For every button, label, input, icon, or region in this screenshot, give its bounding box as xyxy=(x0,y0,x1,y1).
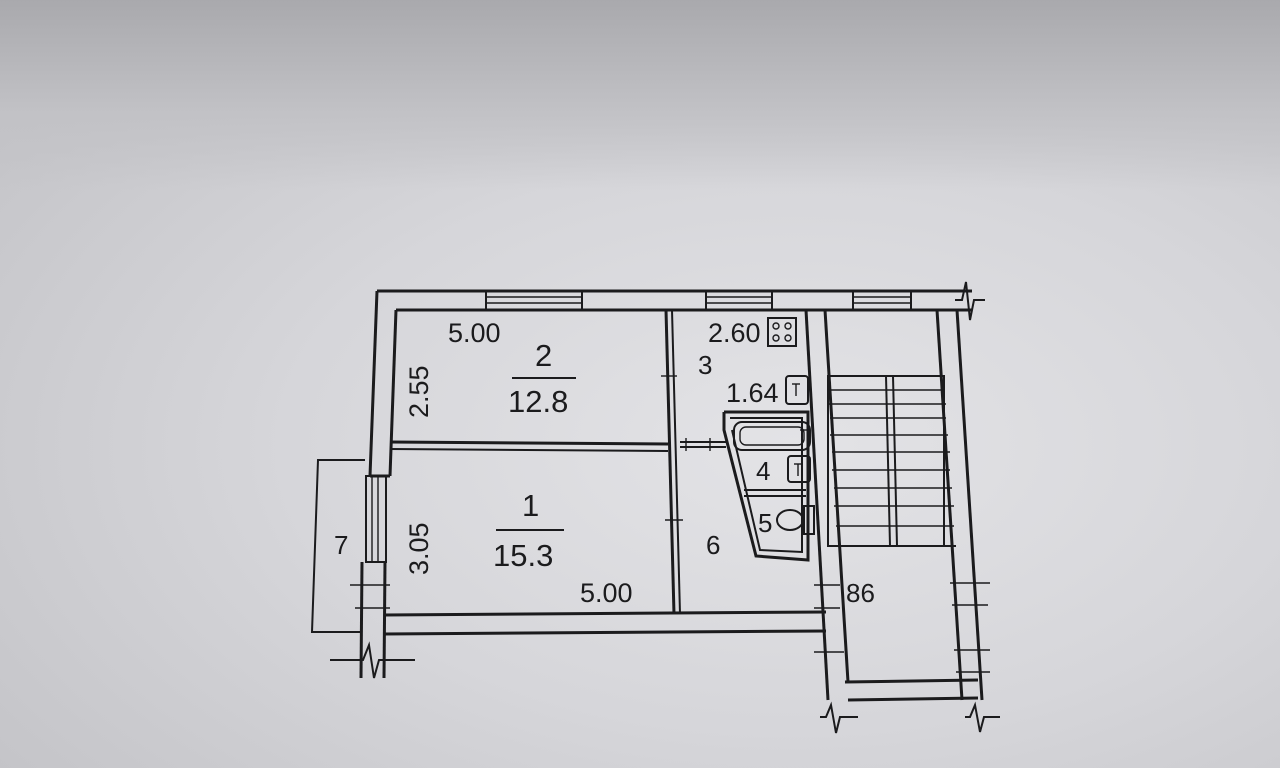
fixtures xyxy=(733,317,815,535)
interior-walls xyxy=(350,309,990,673)
room-6-number: 6 xyxy=(706,530,720,560)
corridor-width-label: 1.64 xyxy=(726,378,779,408)
room-2-width-label: 2.55 xyxy=(404,365,434,418)
stove-icon xyxy=(767,317,797,347)
room-3-length-label: 2.60 xyxy=(708,318,761,348)
bathtub-icon xyxy=(733,421,811,451)
toilet-icon xyxy=(776,505,815,535)
room-7-number: 7 xyxy=(334,530,348,560)
stair-label: 86 xyxy=(846,578,875,608)
room-1-width-label: 3.05 xyxy=(404,522,434,575)
room-3-number: 3 xyxy=(698,350,712,380)
room-5-number: 5 xyxy=(758,508,772,538)
washbasin-icon xyxy=(787,455,811,483)
windows xyxy=(365,290,912,563)
staircase xyxy=(827,375,956,547)
room-1-number: 1 xyxy=(522,488,539,523)
room-1-area: 15.3 xyxy=(493,538,553,573)
room-4-number: 4 xyxy=(756,456,770,486)
balcony xyxy=(310,459,365,633)
kitchen-sink-icon xyxy=(785,375,809,405)
room-2-number: 2 xyxy=(535,338,552,373)
room-2-length-label: 5.00 xyxy=(448,318,501,348)
room-1-length-label: 5.00 xyxy=(580,578,633,608)
break-marks xyxy=(330,281,1000,734)
room-2-area: 12.8 xyxy=(508,384,568,419)
